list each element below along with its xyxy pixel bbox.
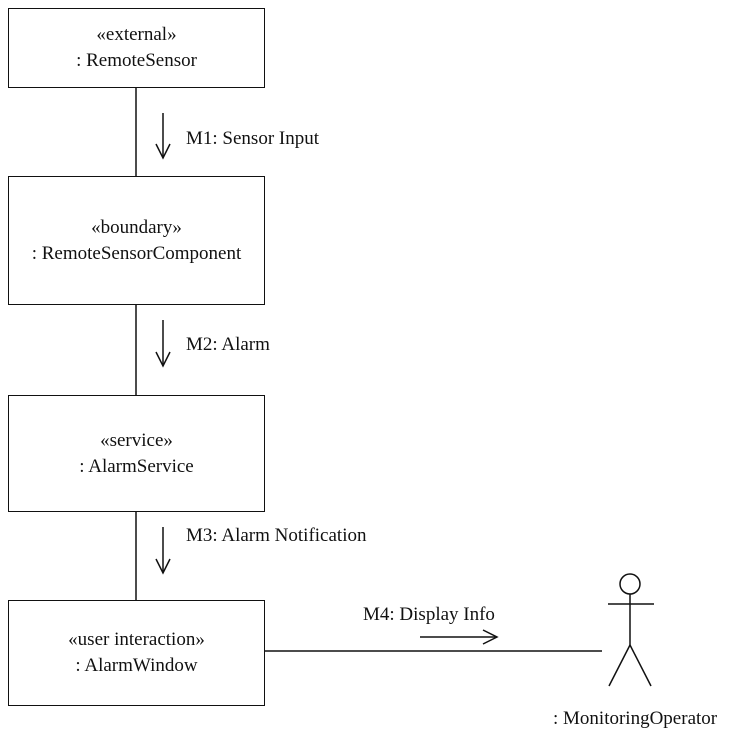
message-m4-label: M4: Display Info (363, 604, 495, 625)
stereotype-label: «user interaction» (68, 629, 205, 650)
stereotype-label: «boundary» (91, 216, 182, 238)
m3-arrow-icon (155, 527, 171, 575)
object-name: : AlarmService (79, 455, 194, 477)
m2-arrow-icon (155, 320, 171, 368)
object-remote-sensor-component: «boundary» : RemoteSensorComponent (8, 176, 265, 305)
object-alarm-service: «service» : AlarmService (8, 395, 265, 512)
stereotype-label: «service» (100, 429, 173, 451)
object-remote-sensor: «external» : RemoteSensor (8, 8, 265, 88)
m1-arrow-icon (155, 113, 171, 160)
message-m3-label: M3: Alarm Notification (186, 525, 367, 546)
object-name: : RemoteSensorComponent (31, 242, 242, 264)
actor-icon (608, 573, 654, 687)
object-alarm-window: «user interaction» : AlarmWindow (8, 600, 265, 706)
object-name: : RemoteSensor (76, 50, 197, 71)
object-name: : AlarmWindow (75, 655, 198, 676)
stereotype-label: «external» (96, 24, 177, 45)
message-m2-label: M2: Alarm (186, 334, 270, 355)
actor-name: : MonitoringOperator (553, 708, 718, 729)
message-m1-label: M1: Sensor Input (186, 128, 319, 149)
m4-arrow-icon (420, 629, 499, 645)
